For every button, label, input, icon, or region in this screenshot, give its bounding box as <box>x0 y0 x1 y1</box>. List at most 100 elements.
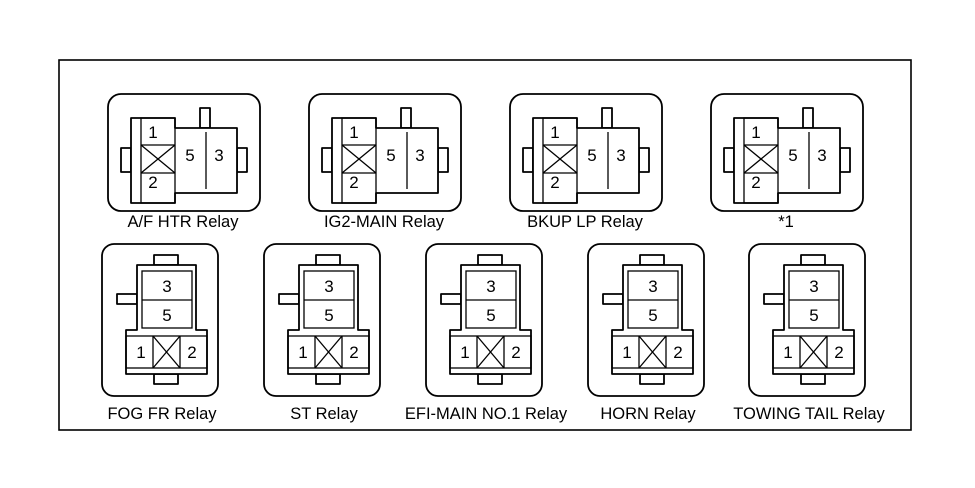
left-pin-column <box>743 117 779 204</box>
pin-label: 2 <box>148 173 157 192</box>
lower-pin-row <box>611 335 694 369</box>
relay-caption: FOG FR Relay <box>107 405 217 423</box>
pin-label: 3 <box>809 277 818 296</box>
connector-tab <box>116 293 138 305</box>
pin-label: 5 <box>648 306 657 325</box>
pin-label: 1 <box>622 343 631 362</box>
connector-tab <box>477 373 503 385</box>
connector-tab <box>602 293 624 305</box>
connector-tab <box>800 254 826 266</box>
connector-tab <box>639 254 665 266</box>
connector-tab <box>638 147 650 173</box>
pin-label: 3 <box>324 277 333 296</box>
relay-top-1: 1 2 5 3A/F HTR Relay <box>107 93 261 231</box>
connector-tab <box>477 254 503 266</box>
empty-cavity-cross <box>476 335 505 369</box>
left-pin-column <box>341 117 377 204</box>
pin-label: 5 <box>788 146 797 165</box>
connector-body <box>772 264 855 375</box>
connector-body <box>611 264 694 375</box>
relay-caption: ST Relay <box>290 405 358 423</box>
pin-label: 5 <box>587 146 596 165</box>
pin-label: 3 <box>162 277 171 296</box>
connector-tab <box>236 147 248 173</box>
pin-label: 3 <box>486 277 495 296</box>
connector-tab <box>839 147 851 173</box>
pin-label: 1 <box>460 343 469 362</box>
connector-tab <box>153 254 179 266</box>
pin-label: 3 <box>616 146 625 165</box>
connector-tab <box>321 147 333 173</box>
connector-body <box>449 264 532 375</box>
connector-tab <box>601 107 613 129</box>
connector-tab <box>437 147 449 173</box>
pin-label: 2 <box>349 173 358 192</box>
pin-label: 5 <box>162 306 171 325</box>
pin-label: 2 <box>511 343 520 362</box>
pin-label: 5 <box>185 146 194 165</box>
pin-label: 2 <box>349 343 358 362</box>
connector-tab <box>723 147 735 173</box>
pin-label: 3 <box>415 146 424 165</box>
pin-label: 1 <box>349 123 358 142</box>
empty-cavity-cross <box>799 335 828 369</box>
connector-tab <box>120 147 132 173</box>
lower-pin-row <box>449 335 532 369</box>
pin-label: 1 <box>751 123 760 142</box>
relay-caption: EFI-MAIN NO.1 Relay <box>405 405 568 423</box>
connector-tab <box>278 293 300 305</box>
connector-tab <box>400 107 412 129</box>
relay-caption: IG2-MAIN Relay <box>324 213 445 231</box>
relay-caption: TOWING TAIL Relay <box>733 405 885 423</box>
relay-caption: HORN Relay <box>600 405 696 423</box>
connector-body <box>125 264 208 375</box>
pin-label: 2 <box>550 173 559 192</box>
connector-tab <box>800 373 826 385</box>
pin-label: 5 <box>486 306 495 325</box>
pin-label: 1 <box>148 123 157 142</box>
pin-label: 3 <box>817 146 826 165</box>
pin-label: 3 <box>214 146 223 165</box>
pin-label: 5 <box>324 306 333 325</box>
pin-label: 1 <box>298 343 307 362</box>
pin-label: 2 <box>673 343 682 362</box>
pin-label: 2 <box>187 343 196 362</box>
relay-caption: A/F HTR Relay <box>128 213 240 231</box>
left-pin-column <box>542 117 578 204</box>
empty-cavity-cross <box>314 335 343 369</box>
connector-tab <box>199 107 211 129</box>
empty-cavity-cross <box>341 144 377 174</box>
pin-label: 1 <box>136 343 145 362</box>
connector-tab <box>763 293 785 305</box>
empty-cavity-cross <box>542 144 578 174</box>
relay-caption: BKUP LP Relay <box>527 213 644 231</box>
pin-label: 5 <box>809 306 818 325</box>
connector-tab <box>315 254 341 266</box>
connector-tab <box>315 373 341 385</box>
empty-cavity-cross <box>140 144 176 174</box>
relay-bottom-2: 3 51 2 ST Relay <box>263 243 381 423</box>
empty-cavity-cross <box>638 335 667 369</box>
empty-cavity-cross <box>152 335 181 369</box>
left-pin-column <box>140 117 176 204</box>
pin-label: 5 <box>386 146 395 165</box>
connector-body <box>287 264 370 375</box>
connector-tab <box>639 373 665 385</box>
pin-label: 1 <box>783 343 792 362</box>
lower-pin-row <box>287 335 370 369</box>
pin-label: 2 <box>751 173 760 192</box>
connector-tab <box>802 107 814 129</box>
connector-tab <box>522 147 534 173</box>
connector-tab <box>153 373 179 385</box>
lower-pin-row <box>125 335 208 369</box>
